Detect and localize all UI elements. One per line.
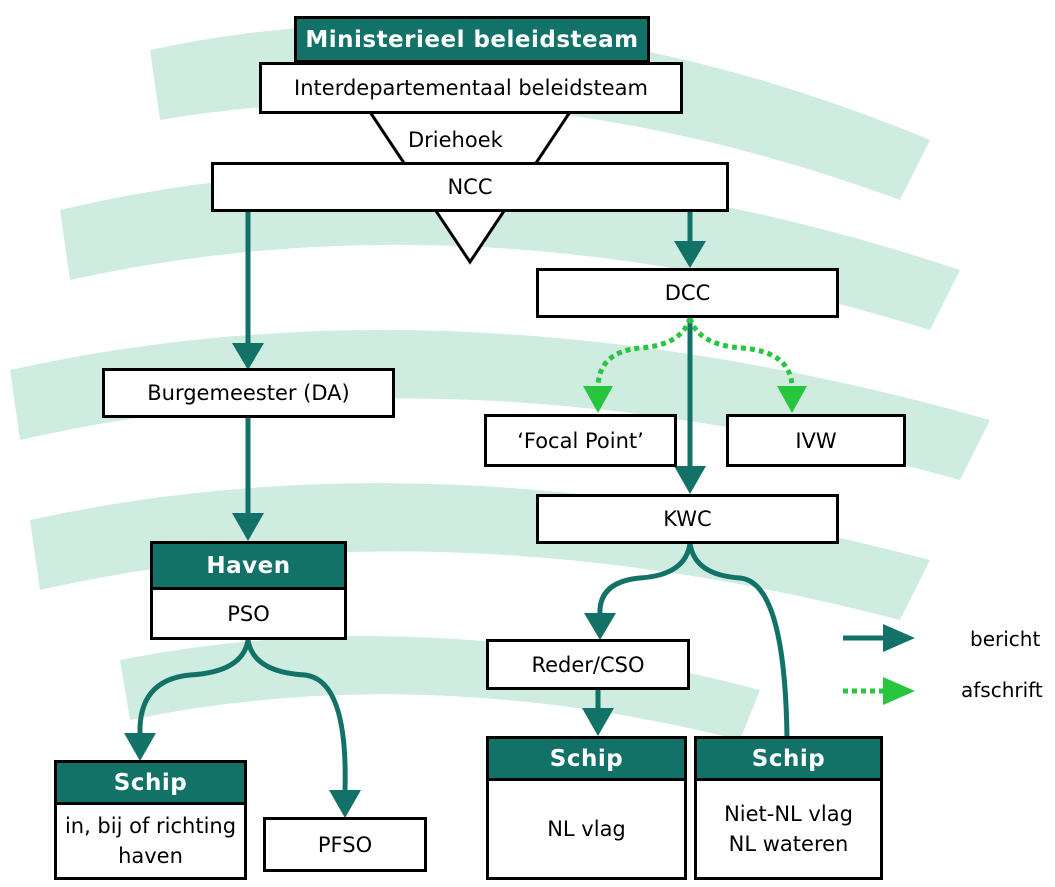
schip-haven-line1: in, bij of richting <box>64 814 237 838</box>
ivw-box: IVW <box>726 414 906 467</box>
green-arrowheads <box>583 386 915 705</box>
reder-cso-box: Reder/CSO <box>486 639 690 690</box>
schip-nl-header: Schip <box>486 736 687 781</box>
kwc-box: KWC <box>536 494 839 544</box>
driehoek-label: Driehoek <box>408 128 503 152</box>
pso-box: PSO <box>150 587 347 640</box>
dotted-connectors <box>595 317 885 694</box>
schip-haven-body: in, bij of richting haven <box>54 802 247 880</box>
schip-nl-body: NL vlag <box>486 778 687 880</box>
legend-bericht-label: bericht <box>970 627 1041 651</box>
schip-haven-line2: haven <box>118 844 183 868</box>
focal-point-box: ‘Focal Point’ <box>484 414 677 467</box>
burgemeester-box: Burgemeester (DA) <box>102 368 395 418</box>
haven-header: Haven <box>150 541 347 590</box>
interdepartementaal-beleidsteam-box: Interdepartementaal beleidsteam <box>259 62 683 114</box>
schip-haven-header: Schip <box>54 760 247 805</box>
solid-connectors <box>137 211 885 791</box>
ministerieel-beleidsteam-box: Ministerieel beleidsteam <box>294 16 650 63</box>
schip-niet-nl-line2: NL wateren <box>728 832 849 856</box>
pfso-box: PFSO <box>263 817 427 872</box>
schip-niet-nl-header: Schip <box>694 736 883 781</box>
dcc-box: DCC <box>536 268 839 318</box>
schip-niet-nl-body: Niet-NL vlag NL wateren <box>694 778 883 880</box>
schip-niet-nl-line1: Niet-NL vlag <box>724 802 853 826</box>
ncc-box: NCC <box>211 162 729 212</box>
legend-afschrift-label: afschrift <box>961 678 1043 702</box>
